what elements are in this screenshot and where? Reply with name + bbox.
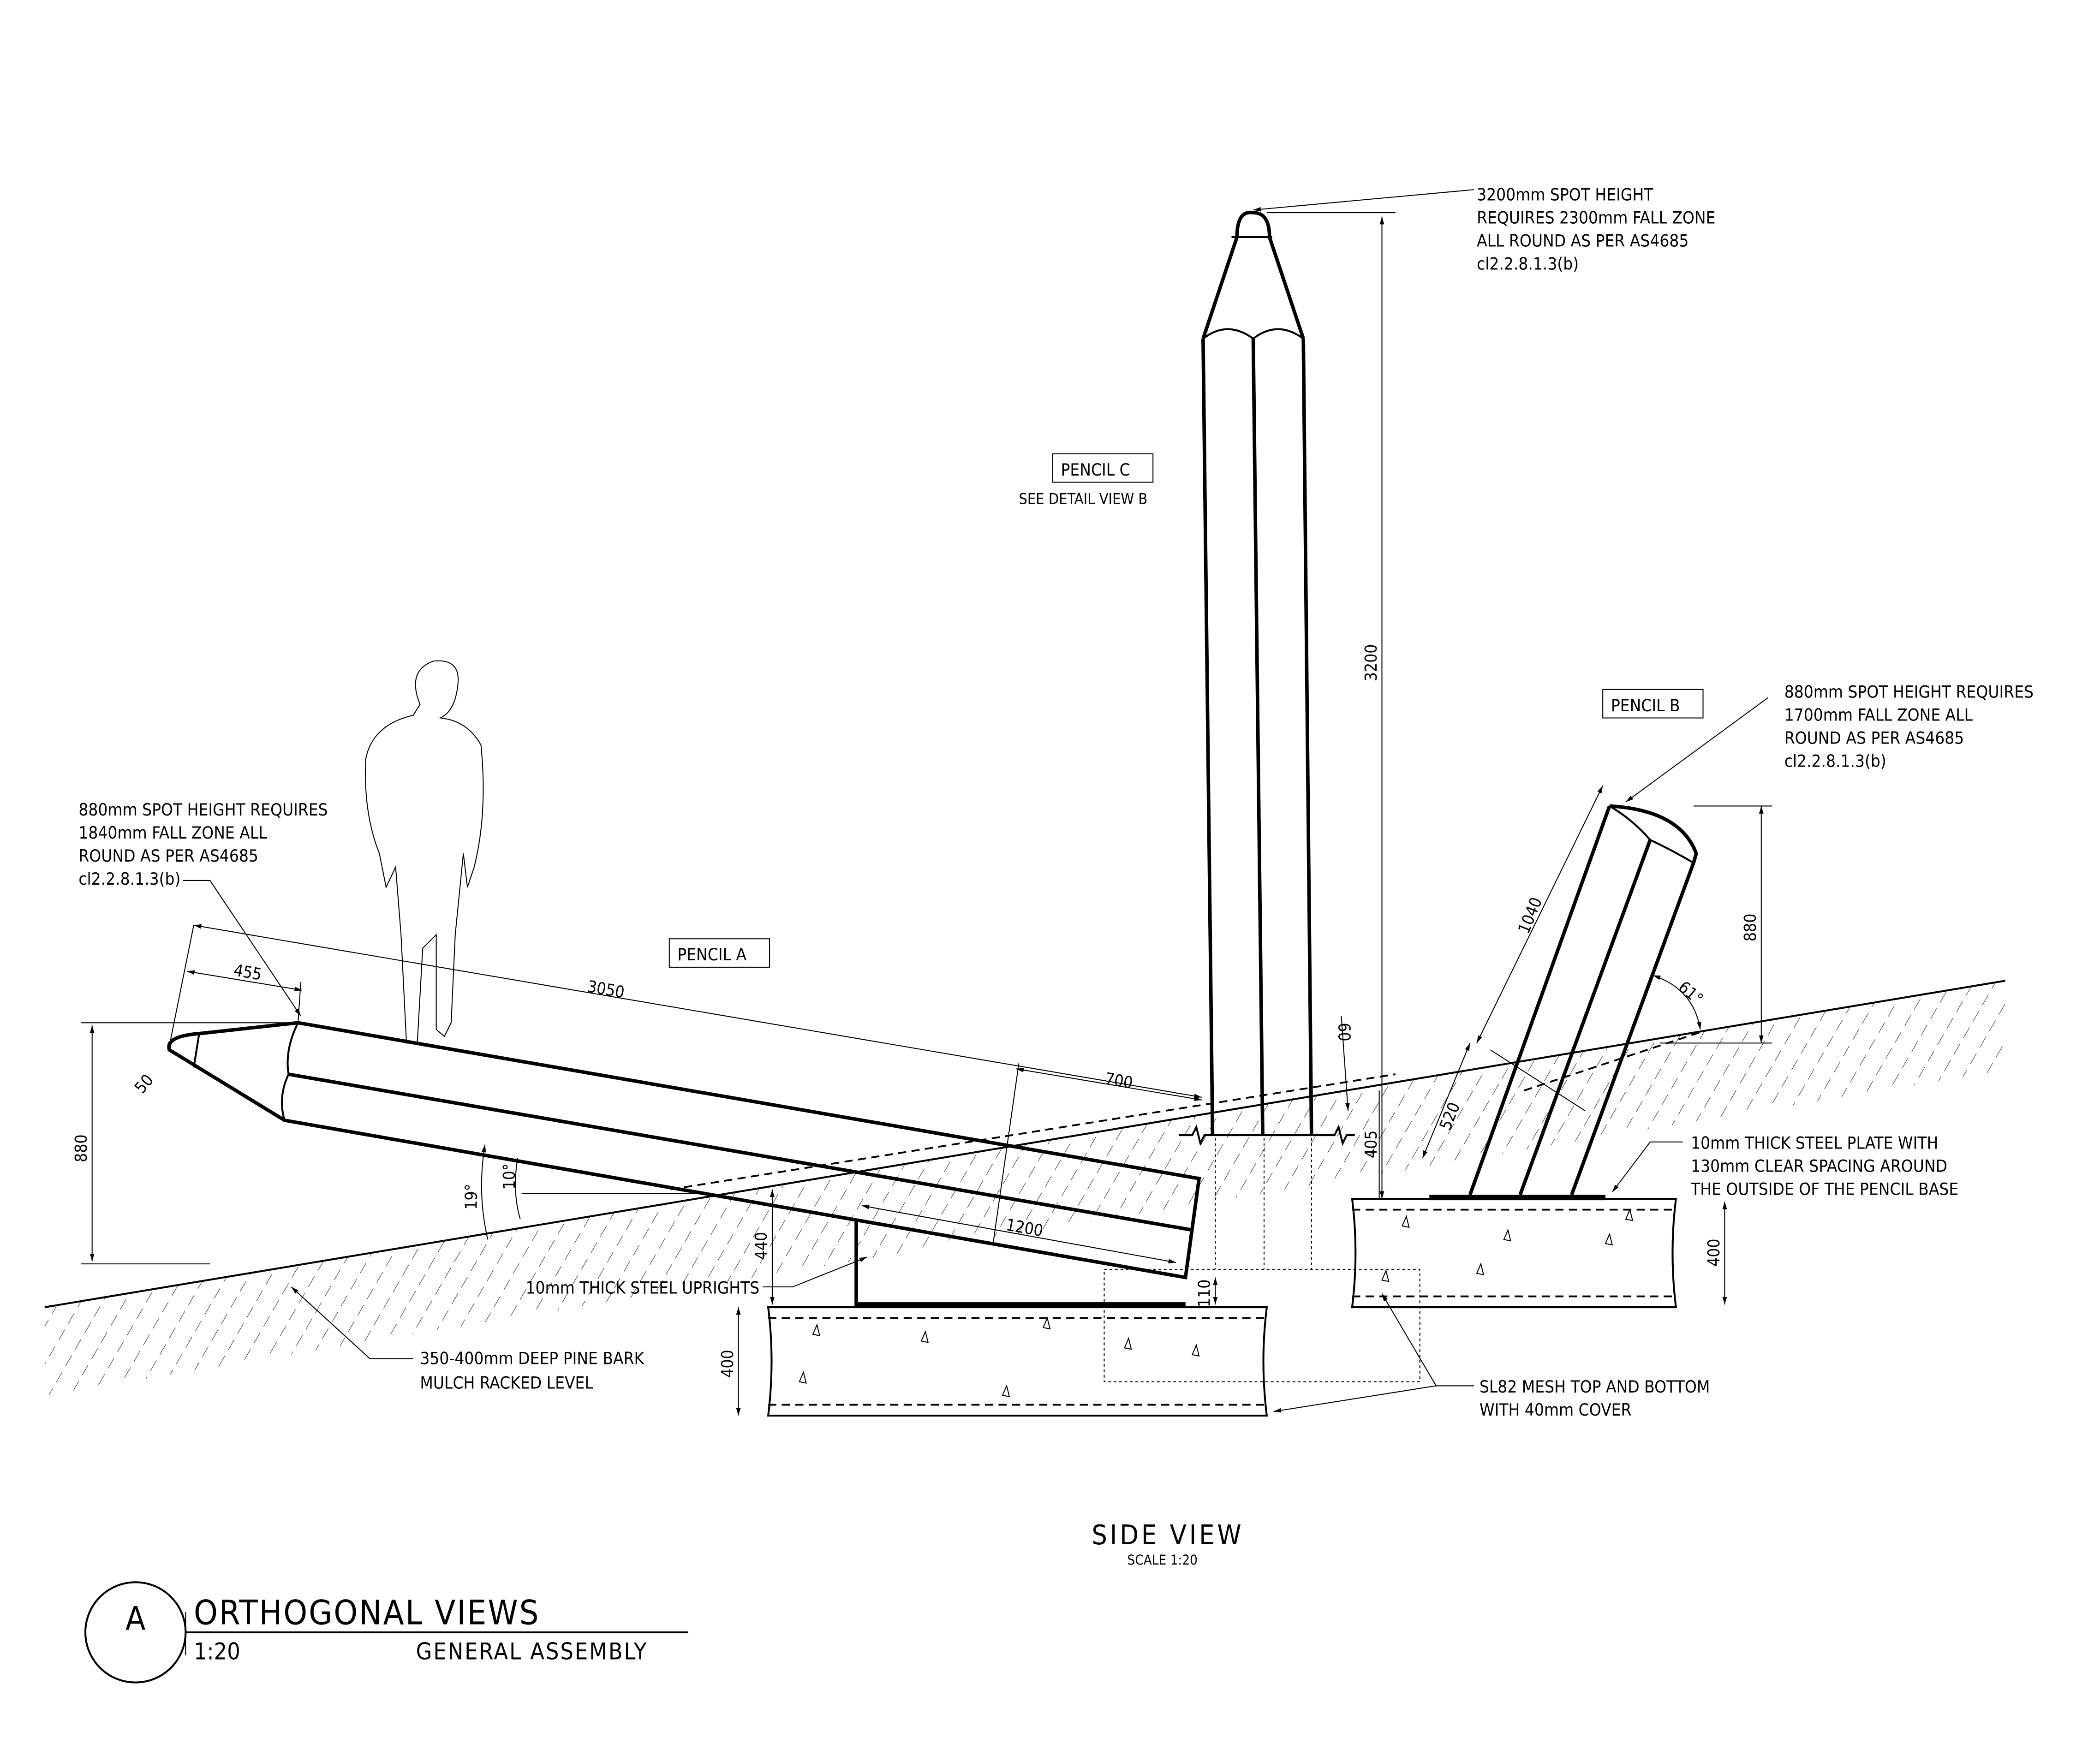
title-subtitle: GENERAL ASSEMBLY	[416, 1638, 648, 1665]
svg-text:3050: 3050	[586, 977, 626, 1002]
pencil-c-label: PENCIL C	[1061, 460, 1130, 480]
svg-text:ROUND AS PER AS4685: ROUND AS PER AS4685	[1784, 728, 1964, 748]
title-scale: 1:20	[194, 1638, 240, 1665]
pencil-b-note: 880mm SPOT HEIGHT REQUIRES 1700mm FALL Z…	[1784, 682, 2034, 771]
view-title: SIDE VIEW	[1092, 1519, 1244, 1551]
pencil-b-label-box	[1602, 689, 1704, 719]
pencil-a-note: 880mm SPOT HEIGHT REQUIRES 1840mm FALL Z…	[78, 800, 328, 889]
svg-text:350-400mm DEEP PINE BARK: 350-400mm DEEP PINE BARK	[420, 1348, 644, 1368]
svg-text:3200: 3200	[1362, 644, 1381, 682]
svg-text:10mm THICK STEEL PLATE WITH: 10mm THICK STEEL PLATE WITH	[1691, 1133, 1938, 1153]
ground-mulch	[44, 980, 2005, 1395]
person-silhouette	[365, 660, 484, 1044]
svg-text:REQUIRES 2300mm FALL ZONE: REQUIRES 2300mm FALL ZONE	[1477, 208, 1715, 228]
pencil-a-label-box	[668, 938, 770, 968]
dimensions	[81, 212, 1772, 1416]
svg-text:400: 400	[1705, 1238, 1724, 1267]
pencil-c	[1178, 210, 1355, 1146]
svg-text:400: 400	[718, 1350, 737, 1378]
svg-text:880mm SPOT HEIGHT REQUIRES: 880mm SPOT HEIGHT REQUIRES	[78, 800, 328, 820]
svg-text:880: 880	[72, 1134, 91, 1162]
pencil-c-note: 3200mm SPOT HEIGHT REQUIRES 2300mm FALL …	[1477, 185, 1715, 274]
svg-text:ALL ROUND AS PER AS4685: ALL ROUND AS PER AS4685	[1477, 231, 1688, 251]
callouts: 10mm THICK STEEL UPRIGHTS 350-400mm DEEP…	[420, 1133, 1958, 1420]
svg-text:10mm THICK STEEL UPRIGHTS: 10mm THICK STEEL UPRIGHTS	[525, 1278, 759, 1298]
svg-text:60: 60	[1335, 1023, 1354, 1041]
leaders	[183, 189, 1769, 1413]
view-scale: SCALE 1:20	[1128, 1552, 1198, 1568]
svg-text:405: 405	[1362, 1131, 1381, 1159]
svg-text:3200mm SPOT HEIGHT: 3200mm SPOT HEIGHT	[1477, 185, 1653, 205]
concrete-footing-left	[767, 1306, 1268, 1417]
svg-text:130mm CLEAR SPACING AROUND: 130mm CLEAR SPACING AROUND	[1691, 1156, 1947, 1176]
svg-text:19°: 19°	[462, 1184, 481, 1209]
svg-text:1040: 1040	[1515, 895, 1546, 936]
svg-text:cl2.2.8.1.3(b): cl2.2.8.1.3(b)	[1784, 751, 1886, 771]
svg-text:880mm SPOT HEIGHT REQUIRES: 880mm SPOT HEIGHT REQUIRES	[1784, 682, 2034, 702]
svg-text:440: 440	[752, 1232, 771, 1260]
svg-text:455: 455	[233, 961, 263, 984]
pencil-c-sublabel: SEE DETAIL VIEW B	[1019, 490, 1147, 508]
svg-text:880: 880	[1741, 914, 1760, 942]
svg-text:ROUND AS PER AS4685: ROUND AS PER AS4685	[78, 846, 258, 866]
title-main: ORTHOGONAL VIEWS	[194, 1593, 540, 1632]
svg-text:cl2.2.8.1.3(b): cl2.2.8.1.3(b)	[1477, 254, 1579, 274]
svg-text:1840mm FALL ZONE ALL: 1840mm FALL ZONE ALL	[78, 823, 267, 843]
svg-text:MULCH RACKED LEVEL: MULCH RACKED LEVEL	[420, 1373, 593, 1393]
svg-text:700: 700	[1104, 1069, 1134, 1093]
svg-text:THE OUTSIDE OF THE PENCIL BASE: THE OUTSIDE OF THE PENCIL BASE	[1690, 1179, 1958, 1199]
svg-text:1700mm FALL ZONE ALL: 1700mm FALL ZONE ALL	[1784, 705, 1973, 725]
svg-text:110: 110	[1195, 1280, 1214, 1308]
concrete-footing-right	[1351, 1198, 1677, 1309]
svg-text:50: 50	[131, 1071, 157, 1097]
hidden-footing-c	[1104, 1137, 1420, 1382]
svg-text:SL82 MESH TOP AND BOTTOM: SL82 MESH TOP AND BOTTOM	[1480, 1377, 1710, 1397]
svg-text:10°: 10°	[500, 1163, 519, 1189]
pencil-a-label: PENCIL A	[677, 945, 746, 964]
dimension-labels: 3050 455 50 880 700 1200 19° 10° 440 110…	[72, 644, 1760, 1378]
title-letter: A	[125, 1600, 145, 1637]
svg-text:61°: 61°	[1675, 977, 1706, 1009]
svg-text:cl2.2.8.1.3(b): cl2.2.8.1.3(b)	[78, 869, 180, 889]
svg-text:WITH 40mm COVER: WITH 40mm COVER	[1480, 1400, 1631, 1420]
pencil-c-label-box	[1052, 453, 1154, 483]
title-block: A ORTHOGONAL VIEWS 1:20 GENERAL ASSEMBLY	[84, 1581, 688, 1684]
pencil-b-label: PENCIL B	[1611, 696, 1680, 715]
